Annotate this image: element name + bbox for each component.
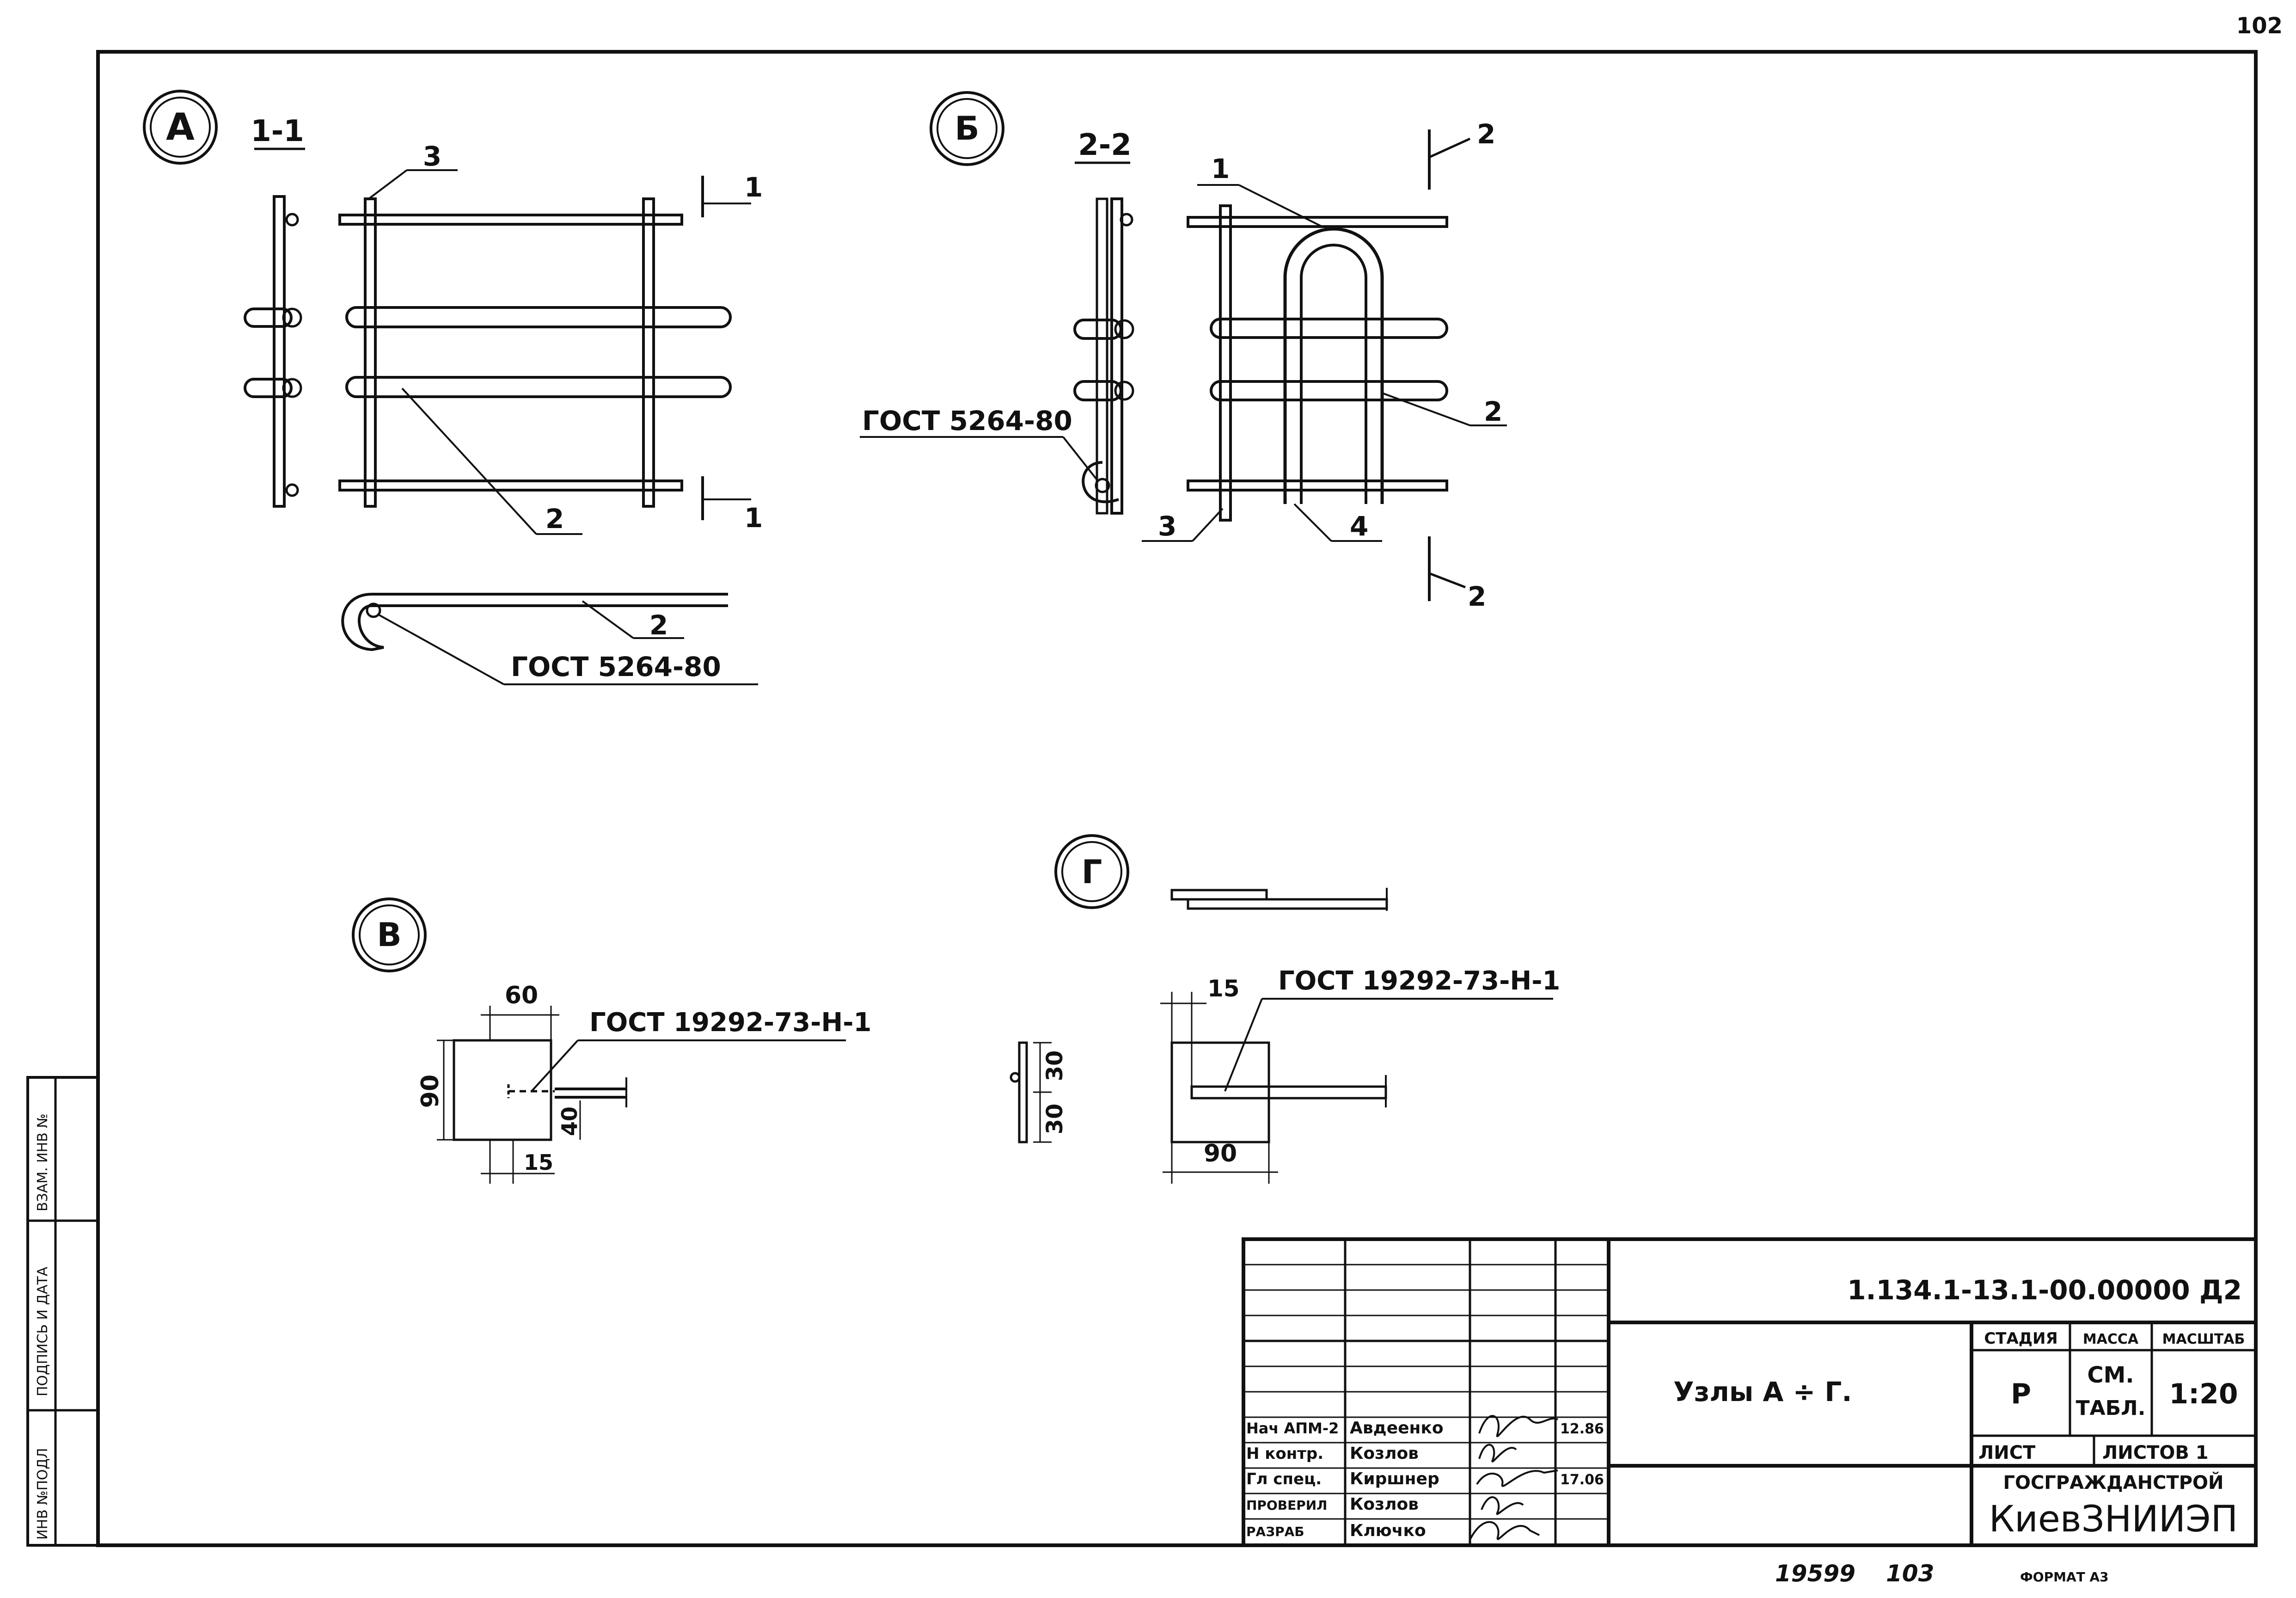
tb-row-5-role: РАЗРАБ xyxy=(1246,1524,1304,1539)
node-a-section: 1-1 xyxy=(251,114,304,148)
node-g-dim-90: 90 xyxy=(1204,1140,1237,1168)
node-g: Г 15 30 30 90 ГОСТ 19292-73-Н-1 xyxy=(1010,834,1560,1184)
signature-klyuchko xyxy=(1469,1521,1540,1540)
node-b-cut-bottom: 2 xyxy=(1468,581,1486,612)
node-g-gost: ГОСТ 19292-73-Н-1 xyxy=(1278,966,1560,996)
node-a-bar-2 xyxy=(345,306,732,328)
tb-row-4-name: Козлов xyxy=(1350,1495,1419,1514)
tb-mass-1: СМ. xyxy=(2087,1362,2134,1388)
tb-sheets-hdr: ЛИСТОВ 1 xyxy=(2102,1442,2209,1463)
node-a-front-plate-right xyxy=(642,197,655,508)
page-number: 102 xyxy=(2236,13,2283,39)
node-v-plate xyxy=(453,1039,552,1141)
tb-mass-hdr: МАССА xyxy=(2083,1331,2139,1347)
tb-scale-hdr: МАСШТАБ xyxy=(2162,1331,2245,1347)
node-b: Б 2-2 ГОСТ 5264-80 2 2 1 xyxy=(860,91,1507,612)
bottom-format: ФОРМАТ А3 xyxy=(2020,1569,2109,1585)
node-v-gost: ГОСТ 19292-73-Н-1 xyxy=(589,1008,871,1038)
node-b-callout-2: 2 xyxy=(1484,396,1502,427)
tb-row-1-role: Нач АПМ-2 xyxy=(1246,1420,1339,1437)
node-a: А 1-1 3 1 1 2 xyxy=(143,90,763,685)
node-b-marker-circle xyxy=(930,91,1004,166)
node-v-marker: В xyxy=(377,916,401,954)
node-v: В 60 90 40 15 ГОСТ 19292-73-Н-1 xyxy=(352,897,871,1184)
node-b-front-plate xyxy=(1219,204,1232,522)
node-b-bar-2 xyxy=(1210,318,1448,339)
bottom-num-2: 103 xyxy=(1886,1560,1934,1587)
node-b-gost: ГОСТ 5264-80 xyxy=(862,405,1072,436)
node-a-marker: А xyxy=(166,105,195,148)
node-g-dim-30a: 30 xyxy=(1042,1051,1068,1082)
tb-row-1-date: 12.86 xyxy=(1560,1421,1604,1437)
node-a-hook-bar xyxy=(372,593,728,607)
signature-kirshner xyxy=(1476,1469,1558,1487)
node-g-top-plate xyxy=(1170,889,1268,901)
node-a-gost: ГОСТ 5264-80 xyxy=(511,651,721,682)
signature-avdeenko xyxy=(1478,1415,1558,1438)
node-v-dim-60: 60 xyxy=(505,982,538,1009)
tb-row-3-role: Гл спец. xyxy=(1246,1470,1322,1488)
tb-row-5-name: Ключко xyxy=(1350,1521,1426,1540)
tb-mass-2: ТАБЛ. xyxy=(2076,1396,2146,1420)
node-v-dim-90: 90 xyxy=(416,1075,444,1108)
node-g-marker-circle xyxy=(1054,834,1129,909)
tb-org-2: КиевЗНИИЭП xyxy=(1989,1499,2238,1540)
node-g-bar xyxy=(1190,1085,1387,1100)
tb-row-2-name: Козлов xyxy=(1350,1444,1419,1463)
node-g-plate xyxy=(1170,1041,1270,1143)
node-v-marker-circle xyxy=(352,897,427,972)
node-a-callout-2: 2 xyxy=(545,503,564,535)
node-b-u-loop xyxy=(1283,227,1384,504)
tb-row-4-role: ПРОВЕРИЛ xyxy=(1246,1498,1327,1513)
side-inv-orig: ИНВ №ПОДЛ xyxy=(35,1448,51,1540)
signature-kozlov-2 xyxy=(1481,1496,1524,1515)
tb-sheet-hdr: ЛИСТ xyxy=(1978,1442,2036,1463)
tb-stage-hdr: СТАДИЯ xyxy=(1984,1329,2057,1348)
node-a-marker-circle xyxy=(143,90,218,165)
node-g-dim-30b: 30 xyxy=(1042,1104,1068,1135)
tb-row-3-name: Киршнер xyxy=(1350,1469,1439,1488)
bottom-num-1: 19599 xyxy=(1775,1560,1855,1587)
node-v-dim-40: 40 xyxy=(557,1106,582,1136)
node-b-bar-bottom xyxy=(1187,479,1448,492)
sheet-frame xyxy=(96,50,2258,1547)
node-a-callout-1-top: 1 xyxy=(744,172,763,203)
node-g-marker: Г xyxy=(1082,853,1102,891)
node-a-front-plate-left xyxy=(364,197,377,508)
node-b-callout-1: 1 xyxy=(1211,153,1230,184)
node-a-callout-1-bottom: 1 xyxy=(744,502,763,534)
title-block: 1.134.1-13.1-00.00000 Д2 Узлы А ÷ Г. СТА… xyxy=(1242,1237,2258,1547)
tb-row-3-date: 17.06 xyxy=(1560,1472,1604,1488)
node-a-callout-3: 3 xyxy=(423,141,441,172)
node-a-callout-2b: 2 xyxy=(649,609,668,641)
tb-org-1: ГОСГРАЖДАНСТРОЙ xyxy=(2003,1471,2223,1494)
node-a-bar-top xyxy=(338,214,683,226)
side-vzam-inv: ВЗАМ. ИНВ № xyxy=(35,1113,51,1211)
node-b-side-plate xyxy=(1110,197,1123,515)
side-stamp: ИНВ №ПОДЛ ПОДПИСЬ И ДАТА ВЗАМ. ИНВ № xyxy=(26,1076,99,1547)
node-a-bar-bottom xyxy=(338,479,683,492)
signature-kozlov-1 xyxy=(1478,1444,1517,1463)
node-a-bar-3 xyxy=(345,376,732,398)
node-b-section: 2-2 xyxy=(1078,128,1132,162)
node-g-dim-15: 15 xyxy=(1207,975,1240,1002)
node-b-callout-3: 3 xyxy=(1158,510,1176,542)
node-b-bar-top xyxy=(1187,216,1448,228)
tb-row-2-role: Н контр. xyxy=(1246,1444,1323,1463)
tb-scale: 1:20 xyxy=(2169,1378,2238,1410)
node-v-dim-15: 15 xyxy=(524,1150,553,1175)
side-sign-date: ПОДПИСЬ И ДАТА xyxy=(35,1266,51,1396)
tb-row-1-name: Авдеенко xyxy=(1350,1419,1444,1438)
tb-stage: Р xyxy=(2011,1378,2031,1410)
node-b-bar-3 xyxy=(1210,380,1448,401)
tb-doc-code: 1.134.1-13.1-00.00000 Д2 xyxy=(1847,1274,2242,1306)
tb-title: Узлы А ÷ Г. xyxy=(1673,1376,1852,1407)
node-b-marker: Б xyxy=(955,110,979,148)
node-b-callout-4: 4 xyxy=(1350,510,1368,542)
node-a-side-plate xyxy=(273,195,286,508)
node-b-cut-top: 2 xyxy=(1477,118,1495,150)
